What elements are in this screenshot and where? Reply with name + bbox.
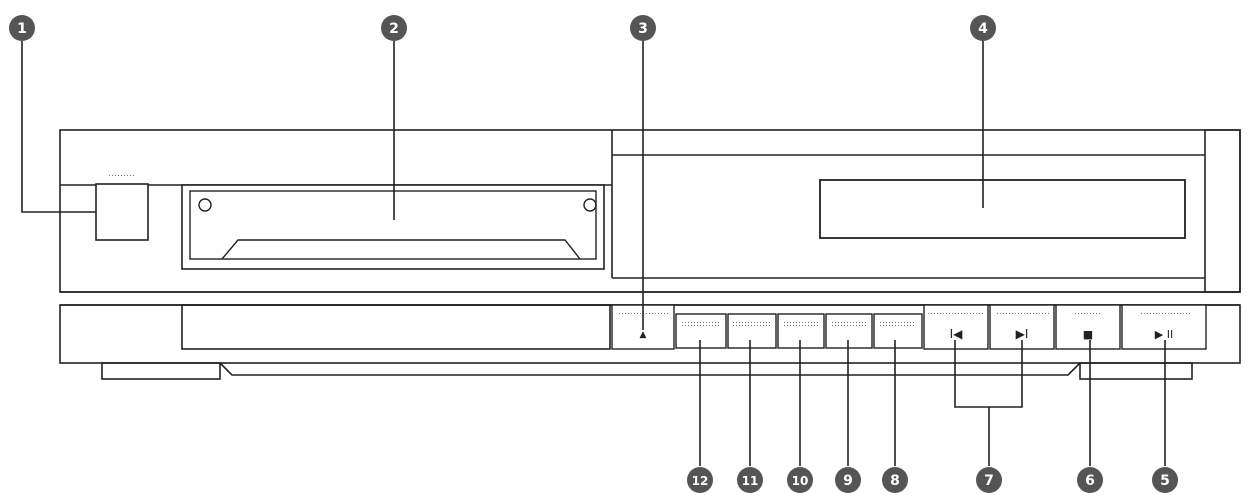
svg-text:5: 5 xyxy=(1160,473,1170,489)
button-12[interactable] xyxy=(675,313,727,349)
leader-lines xyxy=(21,40,1166,466)
callout-3: 3 xyxy=(630,15,656,41)
svg-text:2: 2 xyxy=(389,21,399,37)
callout-4: 4 xyxy=(970,15,996,41)
lower-blank-panel xyxy=(181,304,611,350)
eject-icon: ▲ xyxy=(640,330,647,340)
callout-2: 2 xyxy=(381,15,407,41)
display-window xyxy=(819,179,1186,239)
power-button[interactable] xyxy=(95,173,149,241)
svg-text:1: 1 xyxy=(17,21,27,37)
disc-tray[interactable] xyxy=(181,184,605,270)
svg-text:3: 3 xyxy=(638,21,648,37)
display-area-frame xyxy=(612,154,1205,279)
stop-icon: ■ xyxy=(1083,328,1093,341)
svg-text:12: 12 xyxy=(692,474,709,488)
button-11[interactable] xyxy=(727,313,777,349)
callout-9: 9 xyxy=(835,467,861,493)
svg-text:4: 4 xyxy=(978,21,988,37)
right-foot xyxy=(1079,362,1193,380)
svg-text:6: 6 xyxy=(1085,473,1095,489)
skip-back-icon: I◀ xyxy=(950,327,964,341)
callout-1: 1 xyxy=(9,15,35,41)
callout-10: 10 xyxy=(787,467,813,493)
base-skirt xyxy=(219,362,1081,376)
button-8[interactable] xyxy=(873,313,923,349)
svg-text:7: 7 xyxy=(984,473,994,489)
svg-text:9: 9 xyxy=(843,473,853,489)
callout-5: 5 xyxy=(1152,467,1178,493)
play-pause-icon: ▶ II xyxy=(1155,328,1173,341)
callout-7: 7 xyxy=(976,467,1002,493)
svg-text:10: 10 xyxy=(792,474,809,488)
right-end-cap xyxy=(1204,129,1241,293)
svg-text:11: 11 xyxy=(742,474,759,488)
callout-12: 12 xyxy=(687,467,713,493)
button-9[interactable] xyxy=(825,313,873,349)
svg-text:8: 8 xyxy=(890,473,900,489)
skip-forward-icon: ▶I xyxy=(1016,327,1029,341)
callout-6: 6 xyxy=(1077,467,1103,493)
play-pause-button[interactable] xyxy=(1121,304,1207,350)
callouts: 1 2 3 4 5 6 7 8 xyxy=(9,15,1178,493)
callout-11: 11 xyxy=(737,467,763,493)
button-10[interactable] xyxy=(777,313,825,349)
left-foot xyxy=(101,362,221,380)
callout-8: 8 xyxy=(882,467,908,493)
